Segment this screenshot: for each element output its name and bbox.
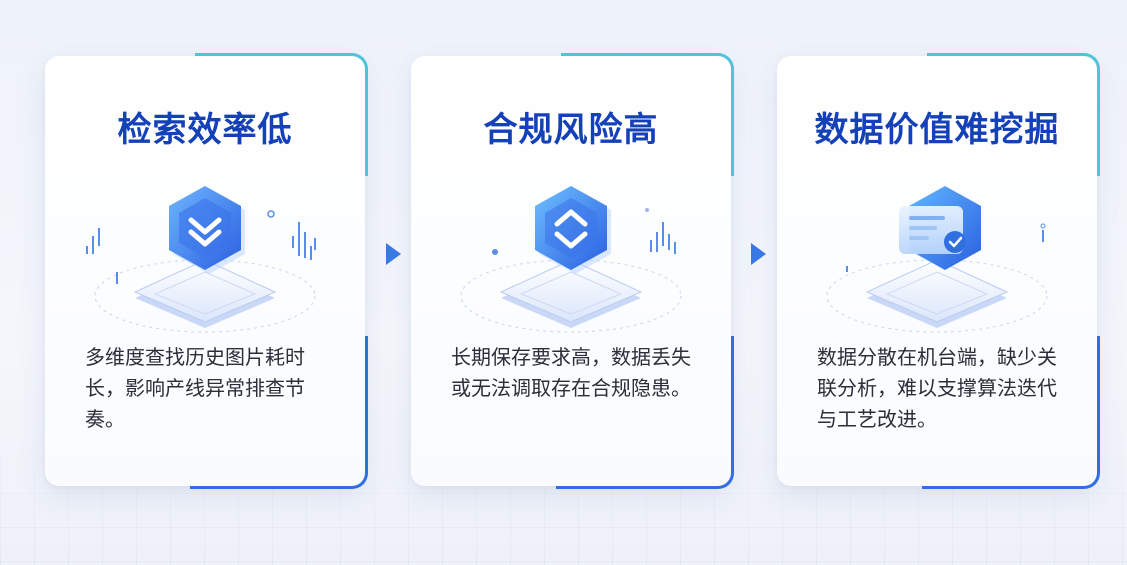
up-down-chevron-icon [460, 186, 682, 333]
card-retrieval-efficiency: 检索效率低 多维度查找历史图片耗时长，影响产线异常排查节奏。 [45, 53, 368, 489]
arrow-right-icon [751, 243, 766, 265]
card-compliance-risk: 合规风险高 长期保存要求高，数据丢失或无法调取存在合规隐患。 [411, 53, 734, 489]
card-description: 长期保存要求高，数据丢失或无法调取存在合规隐患。 [451, 345, 691, 400]
document-check-icon [826, 186, 1048, 333]
card-title: 数据价值难挖掘 [814, 110, 1060, 150]
card-description: 多维度查找历史图片耗时长，影响产线异常排查节奏。 [85, 345, 305, 431]
card-description: 数据分散在机台端，缺少关联分析，难以支撑算法迭代与工艺改进。 [817, 345, 1057, 431]
card-title: 合规风险高 [483, 110, 659, 150]
double-chevron-down-icon [86, 186, 316, 333]
arrow-right-icon [386, 243, 401, 265]
card-title: 检索效率低 [117, 110, 293, 150]
card-data-value: 数据价值难挖掘 数据分散在机台端，缺少关联分析，难以支撑算 [777, 53, 1100, 489]
